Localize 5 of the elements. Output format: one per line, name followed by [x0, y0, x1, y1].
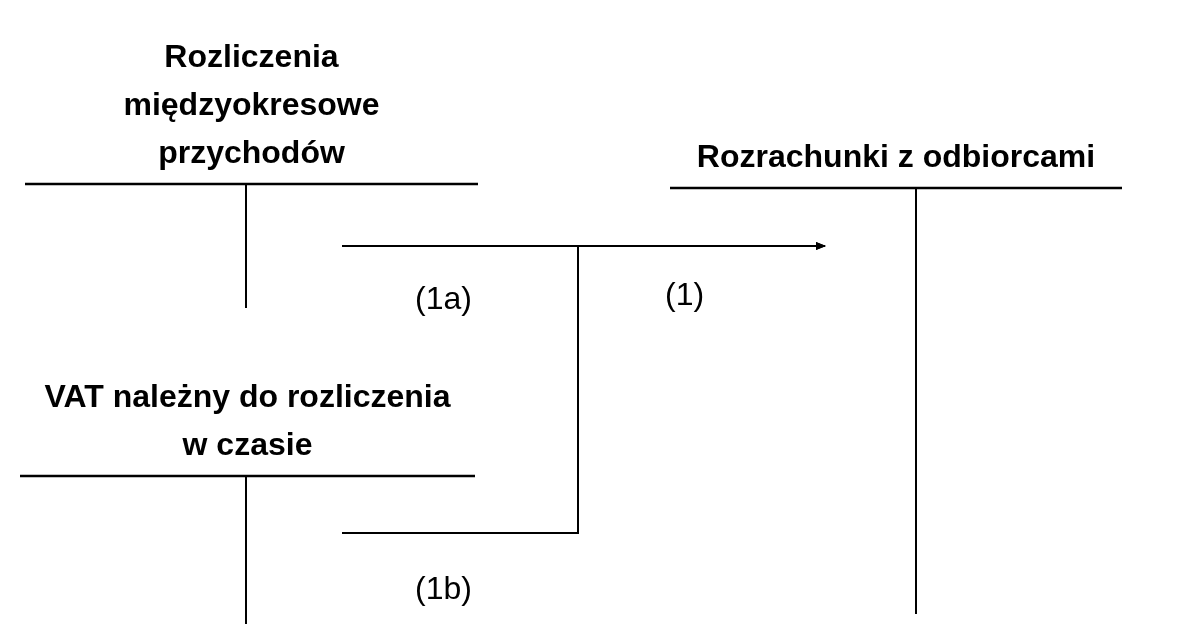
- arrow: [341, 242, 826, 534]
- account-title: Rozliczenia międzyokresowe przychodów: [122, 37, 381, 172]
- account-title: Rozrachunki z odbiorcami: [695, 137, 1097, 176]
- account-title: VAT należny do rozliczenia w czasie: [43, 377, 452, 464]
- entry-number: (1): [665, 275, 705, 314]
